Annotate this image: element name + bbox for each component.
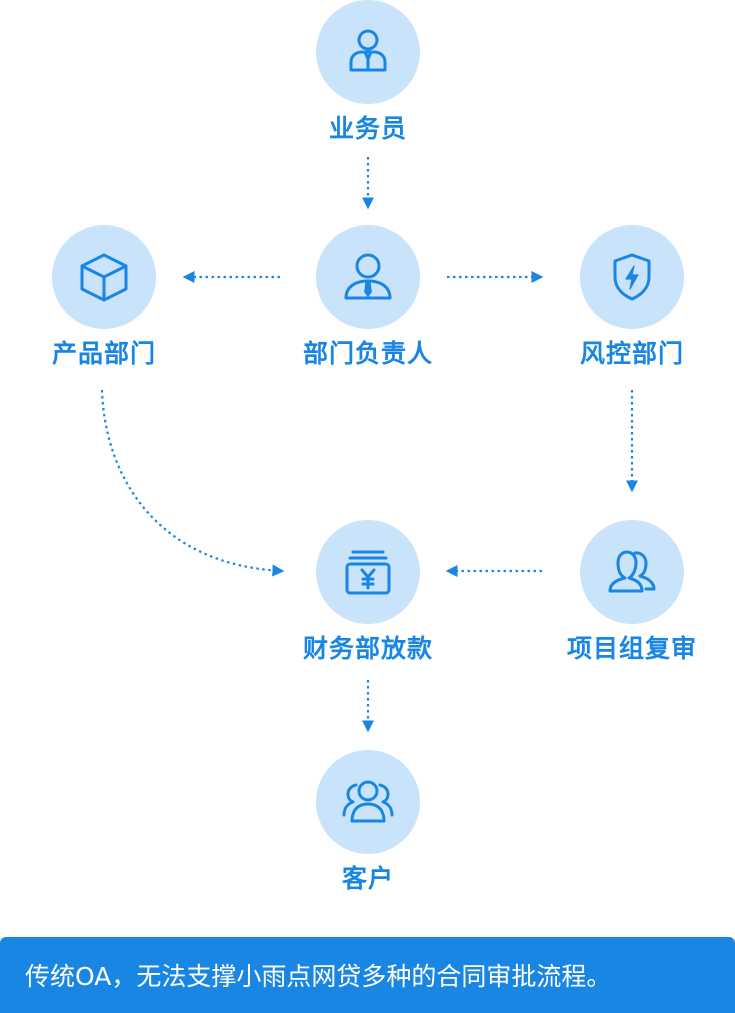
footer-banner: 传统OA，无法支撑小雨点网贷多种的合同审批流程。 <box>0 937 735 1013</box>
box-icon <box>80 253 128 302</box>
node-risk-dept: 风控部门 <box>532 225 732 369</box>
users-icon <box>342 780 394 823</box>
node-finance-loan: 财务部放款 <box>268 520 468 664</box>
node-label: 部门负责人 <box>302 339 433 368</box>
arrow-product-to-finance <box>100 389 285 577</box>
node-circle <box>316 225 420 329</box>
node-salesperson: 业务员 <box>268 0 468 144</box>
node-label: 业务员 <box>328 114 407 143</box>
node-circle <box>580 225 684 329</box>
node-circle <box>316 750 420 854</box>
shield-bolt-icon <box>613 253 651 301</box>
person-icon <box>349 29 387 72</box>
node-label: 客户 <box>341 864 394 893</box>
node-project-review: 项目组复审 <box>532 520 732 664</box>
node-circle <box>580 520 684 624</box>
footer-caption: 传统OA，无法支撑小雨点网贷多种的合同审批流程。 <box>25 962 612 991</box>
node-circle <box>52 225 156 329</box>
node-label: 项目组复审 <box>566 634 697 663</box>
node-label: 产品部门 <box>51 339 156 368</box>
yen-stack-icon <box>345 550 391 595</box>
node-label: 财务部放款 <box>302 634 433 663</box>
node-circle <box>316 0 420 104</box>
group-icon <box>608 550 656 593</box>
node-circle <box>316 520 420 624</box>
node-label: 风控部门 <box>579 339 684 368</box>
node-product-dept: 产品部门 <box>4 225 204 369</box>
node-department-head: 部门负责人 <box>268 225 468 369</box>
manager-icon <box>344 253 392 300</box>
node-customer: 客户 <box>268 750 468 894</box>
